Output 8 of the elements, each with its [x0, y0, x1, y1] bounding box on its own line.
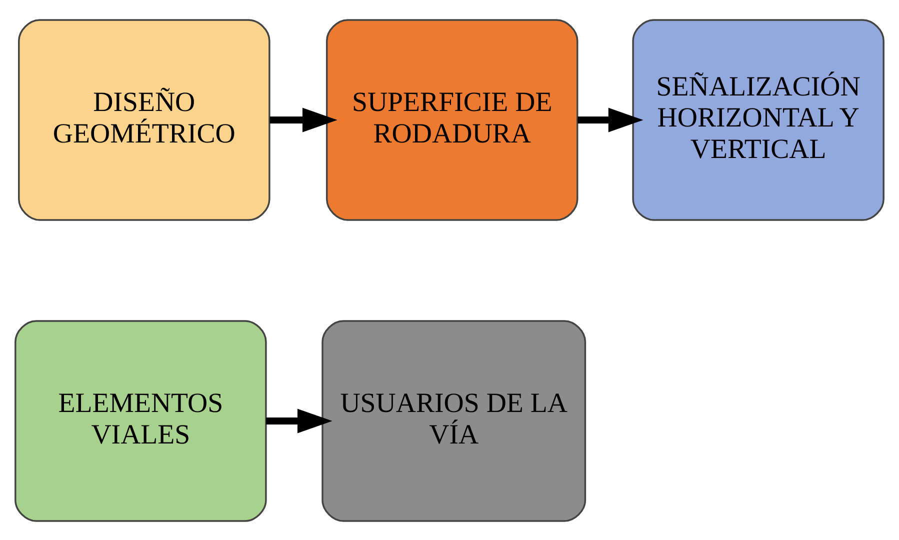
- node-box: DISEÑO GEOMÉTRICO: [18, 18, 270, 220]
- node-box: USUARIOS DE LA VÍA: [322, 320, 586, 522]
- arrow: [270, 107, 338, 132]
- node-box: SUPERFICIE DE RODADURA: [326, 18, 578, 220]
- arrow: [578, 107, 644, 132]
- arrow: [266, 408, 332, 433]
- node-box: ELEMENTOS VIALES: [14, 320, 267, 522]
- node-box: SEÑALIZACIÓN HORIZONTAL Y VERTICAL: [632, 18, 884, 220]
